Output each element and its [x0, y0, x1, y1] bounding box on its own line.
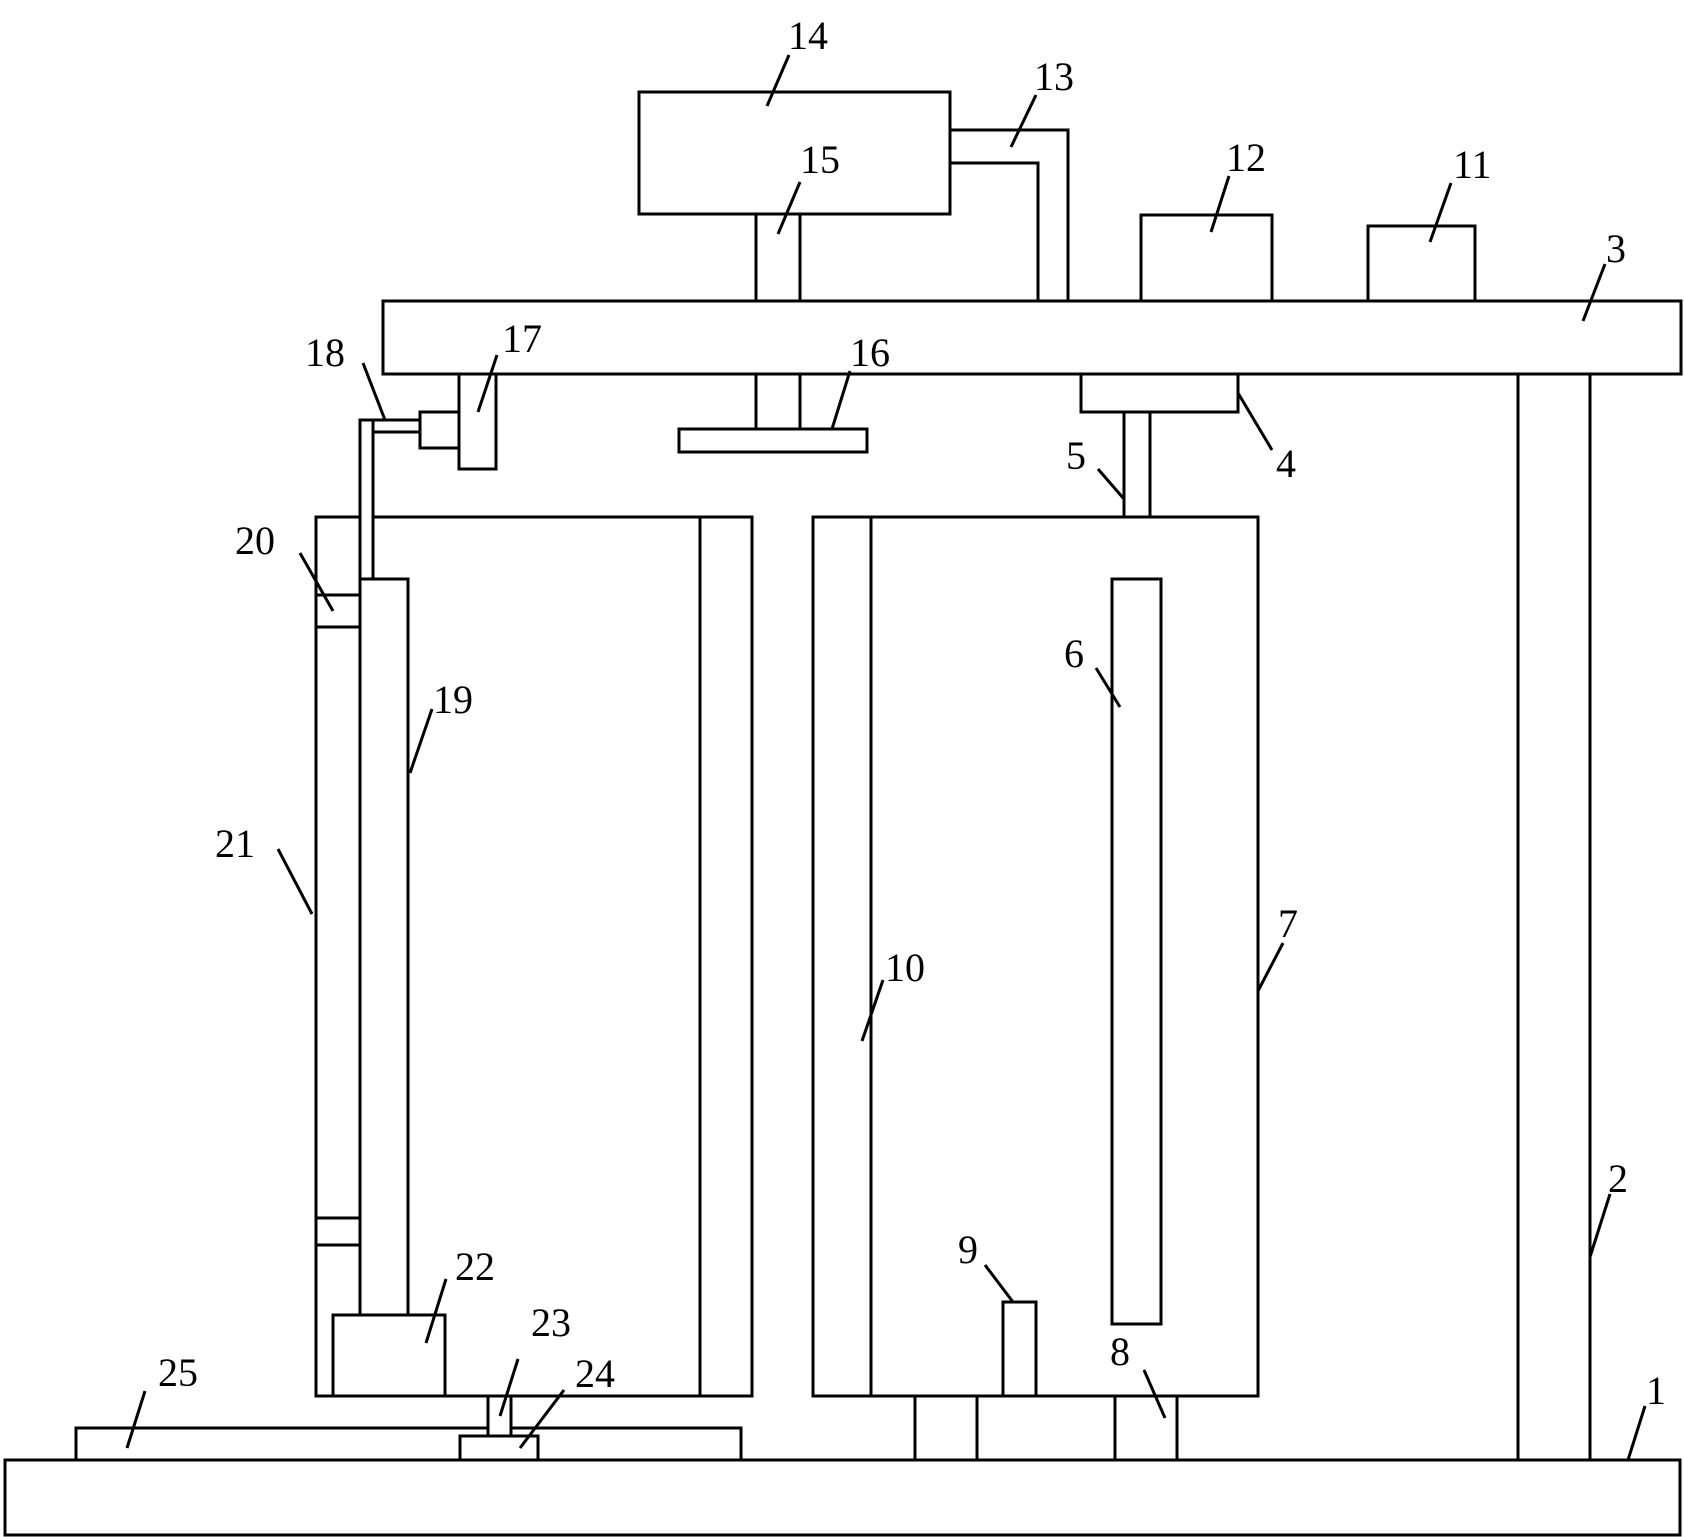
leader-23: [498, 1358, 520, 1417]
leader-lines: [125, 54, 1647, 1461]
label-23: 23: [531, 1300, 571, 1345]
lower-shaft: [754, 372, 802, 431]
leader-22: [424, 1278, 448, 1344]
leader-2: [1588, 1193, 1612, 1258]
leader-11: [1428, 182, 1453, 243]
leader-16: [830, 370, 852, 430]
leader-25: [125, 1390, 147, 1449]
label-7: 7: [1278, 901, 1298, 946]
label-21: 21: [215, 821, 255, 866]
label-15: 15: [800, 137, 840, 182]
label-14: 14: [788, 13, 828, 58]
label-2: 2: [1608, 1156, 1628, 1201]
motor: [418, 410, 464, 450]
thin-post: [358, 418, 375, 581]
leader-17: [476, 354, 499, 413]
plate: [677, 427, 869, 454]
label-22: 22: [455, 1244, 495, 1289]
label-17: 17: [502, 316, 542, 361]
leader-14: [765, 54, 791, 107]
label-13: 13: [1034, 54, 1074, 99]
connector: [371, 418, 422, 434]
leader-12: [1209, 175, 1231, 233]
bent-pipe: [950, 128, 1070, 301]
leader-18: [361, 362, 387, 421]
label-25: 25: [158, 1350, 198, 1395]
right-tank: [811, 515, 1260, 1398]
leader-9: [983, 1264, 1015, 1303]
short-shaft: [486, 1394, 513, 1438]
leader-24: [518, 1389, 566, 1449]
floor-plate: [74, 1426, 743, 1462]
base-plate: [3, 1458, 1682, 1537]
label-24: 24: [575, 1351, 615, 1396]
foot-left: [913, 1394, 979, 1462]
slider-top: [314, 593, 362, 629]
block-12: [1139, 213, 1274, 303]
leader-21: [276, 848, 314, 915]
mount-block: [1079, 372, 1240, 414]
leader-7: [1256, 942, 1285, 992]
label-16: 16: [850, 330, 890, 375]
vertical-bar: [358, 577, 410, 1317]
label-3: 3: [1606, 226, 1626, 271]
label-1: 1: [1646, 1368, 1666, 1413]
leader-8: [1142, 1369, 1167, 1419]
label-4: 4: [1276, 441, 1296, 486]
motor-mount: [457, 372, 498, 471]
leader-10: [860, 979, 885, 1042]
label-9: 9: [958, 1227, 978, 1272]
label-12: 12: [1226, 135, 1266, 180]
small-post: [1001, 1300, 1038, 1398]
label-20: 20: [235, 518, 275, 563]
label-5: 5: [1066, 433, 1086, 478]
slider-bottom: [314, 1216, 362, 1247]
label-19: 19: [433, 677, 473, 722]
leader-19: [408, 708, 434, 774]
label-11: 11: [1453, 142, 1492, 187]
block-11: [1366, 224, 1477, 303]
upper-shaft: [754, 212, 802, 303]
label-8: 8: [1110, 1329, 1130, 1374]
inner-rod: [1110, 577, 1163, 1326]
reference-numerals: 1 2 3 4 5 6 7 8 9 10 11 12 13 14 15 16 1…: [158, 13, 1666, 1413]
leader-4: [1236, 392, 1274, 451]
leader-15: [776, 181, 802, 235]
label-18: 18: [305, 330, 345, 375]
support-column: [1516, 372, 1592, 1462]
leader-6: [1094, 667, 1122, 708]
leader-1: [1626, 1405, 1647, 1461]
top-beam: [381, 299, 1683, 376]
leader-13: [1009, 94, 1038, 148]
leader-3: [1581, 263, 1607, 322]
base-block: [458, 1434, 540, 1462]
label-10: 10: [885, 945, 925, 990]
bottom-block: [331, 1313, 447, 1398]
leader-5: [1096, 468, 1126, 500]
leader-20: [298, 552, 335, 612]
label-6: 6: [1064, 631, 1084, 676]
foot-right: [1113, 1394, 1179, 1462]
